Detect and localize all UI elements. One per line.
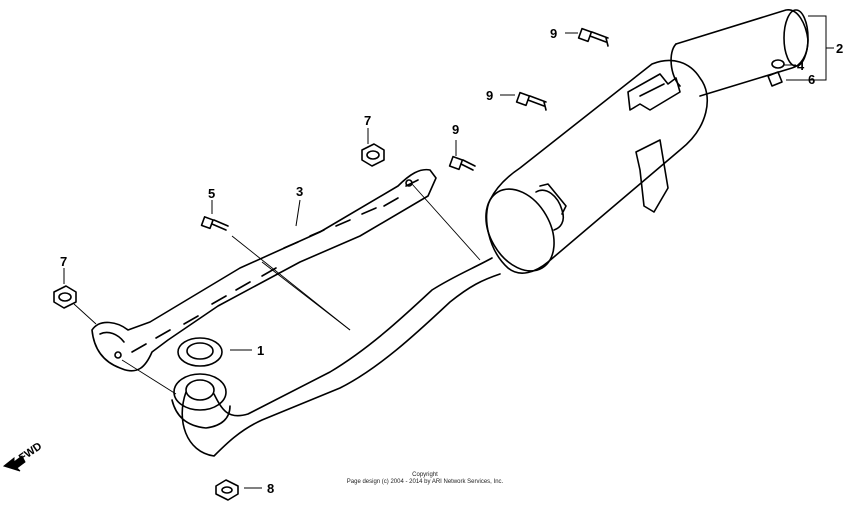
heat-shield-part <box>91 168 437 372</box>
callout-7-left: 7 <box>60 254 67 269</box>
callout-1: 1 <box>257 343 264 358</box>
callout-4: 4 <box>797 58 805 73</box>
nut-7-left <box>53 285 77 309</box>
callout-6: 6 <box>808 72 815 87</box>
exhaust-pipe <box>171 257 501 457</box>
callout-9-top: 9 <box>550 26 557 41</box>
callout-5: 5 <box>208 186 215 201</box>
callout-9-left: 9 <box>452 122 459 137</box>
fwd-indicator: FWD <box>2 440 44 472</box>
nut-7-top <box>361 143 385 167</box>
callout-7-top: 7 <box>364 113 371 128</box>
callout-9-mid: 9 <box>486 88 493 103</box>
bolt-9-top <box>577 27 609 47</box>
fwd-label: FWD <box>17 440 44 464</box>
nut-8 <box>215 479 239 501</box>
bolt-6-right <box>767 71 783 87</box>
copyright-line1: Copyright <box>412 472 438 478</box>
callout-3: 3 <box>296 184 303 199</box>
gasket-part <box>177 337 223 367</box>
tail-pipe <box>670 9 809 97</box>
washer-4 <box>771 59 785 69</box>
leader-lines <box>63 15 834 489</box>
muffler-body <box>485 59 708 274</box>
fwd-arrow-icon <box>2 455 26 472</box>
bolt-5 <box>200 216 229 231</box>
callout-8: 8 <box>267 481 274 496</box>
copyright-line2: Page design (c) 2004 - 2014 by ARI Netwo… <box>346 479 504 485</box>
bolt-9-left <box>448 155 476 171</box>
bolt-9-mid <box>515 91 547 111</box>
callout-2: 2 <box>836 41 843 56</box>
callout-labels: 1 2 3 4 5 6 6 7 7 8 9 9 9 <box>60 26 843 496</box>
